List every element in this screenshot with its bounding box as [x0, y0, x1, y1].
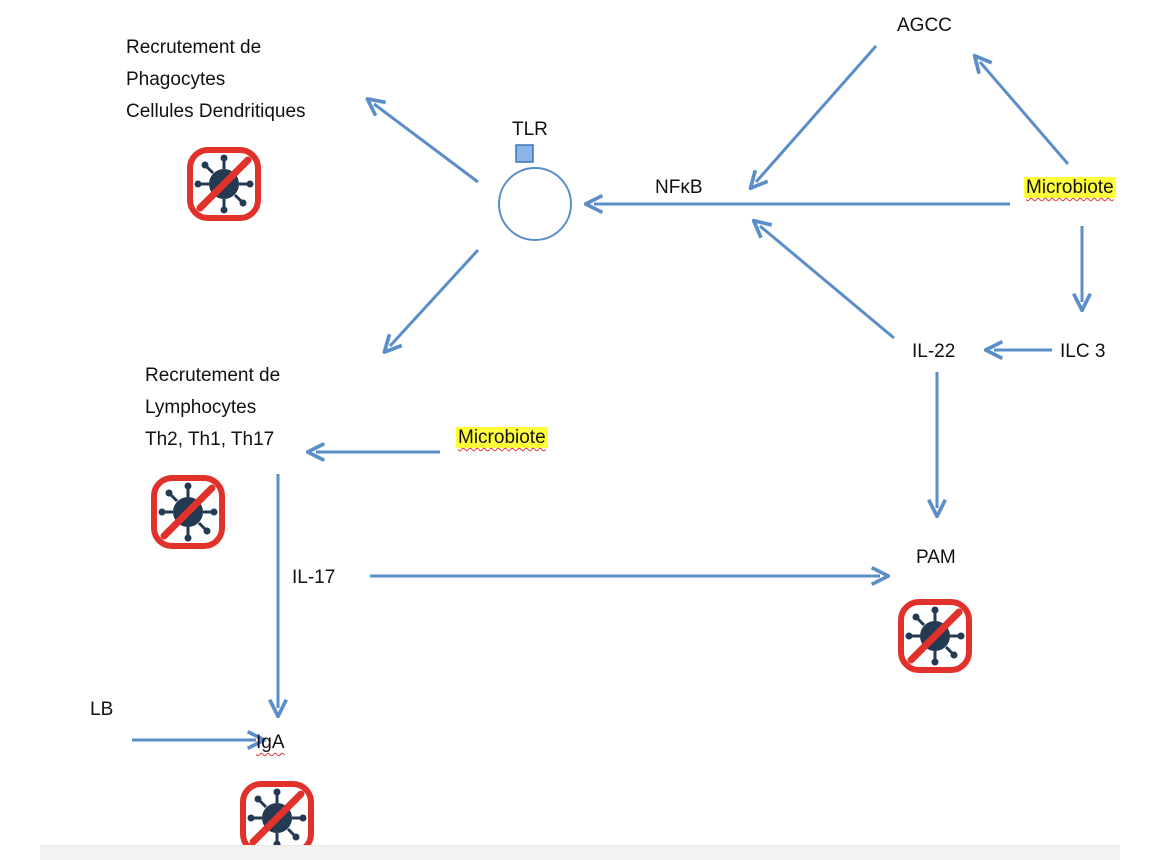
tlr-cell-circle	[498, 167, 572, 241]
microbiote-top-label: Microbiote	[1024, 177, 1116, 198]
bottom-panel-edge	[40, 845, 1120, 860]
no-virus-icon	[243, 784, 311, 852]
arrow-agcc-to-nfkb	[756, 45, 878, 182]
arrow-il22-to-nfkb	[760, 226, 895, 340]
pam-label: PAM	[916, 547, 956, 568]
il17-label: IL-17	[292, 567, 336, 588]
arrow-tlr-to-lymphocytes	[390, 248, 480, 346]
ilc3-label: ILC 3	[1060, 341, 1106, 362]
lb-label: LB	[90, 699, 114, 720]
phagocytes-recruitment-label: Recrutement de Phagocytes Cellules Dendr…	[126, 37, 306, 122]
no-virus-icon	[901, 602, 969, 670]
arrow-tlr-to-phagocytes	[374, 104, 479, 184]
iga-label: IgA	[256, 732, 285, 753]
agcc-label: AGCC	[897, 15, 952, 36]
lymphocytes-recruitment-label: Recrutement de Lymphocytes Th2, Th1, Th1…	[145, 365, 281, 450]
nfkb-label: NFκB	[655, 177, 703, 198]
microbiote-mid-label: Microbiote	[456, 427, 548, 448]
no-virus-icon	[190, 150, 258, 218]
no-virus-icon	[154, 478, 222, 546]
tlr-receptor-square	[515, 144, 534, 163]
arrow-microbiote-to-agcc	[980, 62, 1070, 165]
tlr-label: TLR	[512, 119, 548, 140]
il22-label: IL-22	[912, 341, 956, 362]
